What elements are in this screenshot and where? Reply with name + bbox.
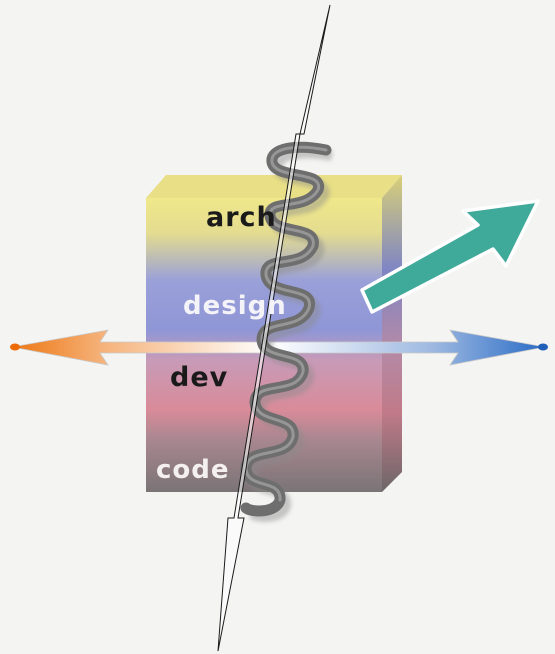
block-top-face — [146, 175, 402, 198]
teal-arrow-icon — [360, 199, 540, 314]
horizontal-axis-arrow — [10, 329, 548, 366]
block-side-face — [382, 175, 402, 492]
helix-shadow — [246, 148, 333, 522]
layer-label-dev: dev — [170, 362, 229, 393]
layer-label-arch: arch — [206, 202, 277, 233]
layer-label-code: code — [156, 455, 230, 485]
right-axis-tip-icon — [538, 343, 548, 351]
left-axis-tip-icon — [10, 343, 20, 351]
vertical-axis-arrow — [217, 4, 331, 652]
helix-highlight — [244, 145, 328, 502]
layer-label-design: design — [183, 291, 287, 321]
